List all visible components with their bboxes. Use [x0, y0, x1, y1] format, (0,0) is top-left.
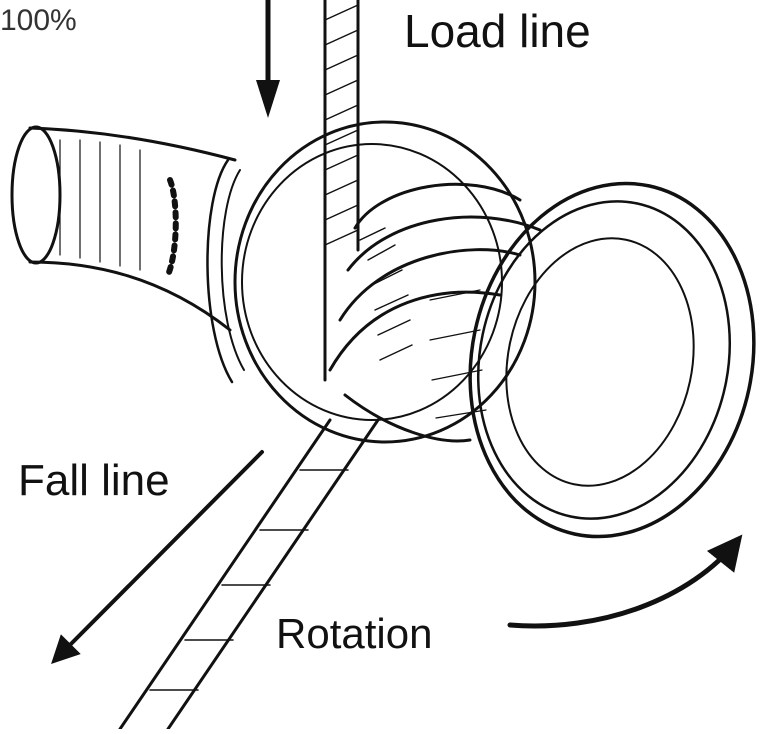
- load-line-rope: [323, 0, 360, 382]
- fall-line-arrow-icon: [51, 450, 264, 664]
- scale-percent-label: 100%: [0, 4, 77, 37]
- down-arrow-icon: [256, 0, 280, 118]
- rope-wraps: [328, 182, 542, 443]
- rotation-arrow-icon: [507, 534, 743, 629]
- capstan-back-barrel: [10, 125, 237, 332]
- fall-line-label: Fall line: [18, 456, 170, 505]
- rotation-label: Rotation: [276, 610, 433, 657]
- load-line-label: Load line: [404, 5, 591, 57]
- capstan-body: [206, 120, 537, 444]
- capstan-front-flange: [429, 181, 756, 539]
- fall-line-rope: [118, 418, 380, 731]
